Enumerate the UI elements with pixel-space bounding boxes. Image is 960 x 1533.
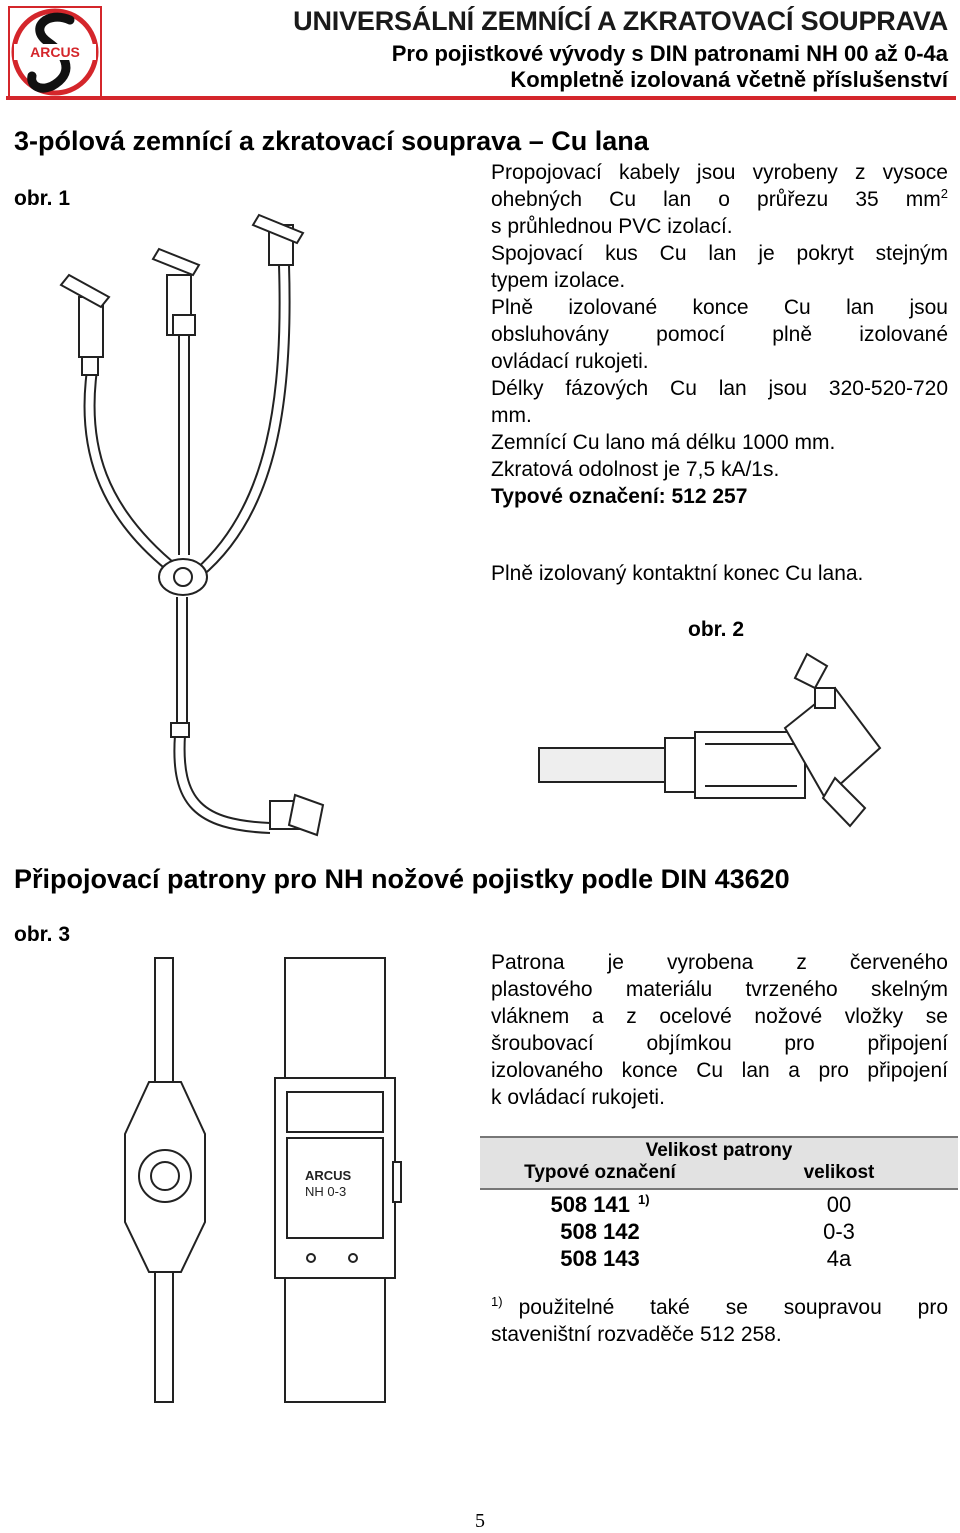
desc-line: šroubovací objímkou pro připojení [491, 1032, 948, 1055]
superscript: 2 [940, 186, 948, 201]
fig2-label: obr. 2 [688, 618, 745, 641]
table-cell-size: 00 [826, 1192, 852, 1217]
logo-text: ARCUS [30, 44, 80, 60]
cartridge-brand: ARCUS [305, 1168, 352, 1183]
desc-line: s průhlednou PVC izolací. [491, 215, 733, 238]
header-divider [6, 96, 956, 100]
fig3-cartridge-drawing: ARCUS NH 0-3 [115, 952, 405, 1412]
desc-line: vláknem a z ocelové nožové vložky se [491, 1005, 948, 1028]
page-number: 5 [475, 1510, 485, 1532]
section2-heading: Připojovací patrony pro NH nožové pojist… [14, 864, 790, 894]
desc-line: Zkratová odolnost je 7,5 kA/1s. [491, 458, 780, 481]
section1-heading: 3-pólová zemnící a zkratovací souprava –… [14, 126, 649, 156]
desc-line: ovládací rukojeti. [491, 350, 649, 373]
table-col-size: velikost [803, 1162, 875, 1183]
table-header: Velikost patrony Typové označení velikos… [480, 1138, 958, 1188]
table-cell-size: 4a [826, 1246, 852, 1271]
table-col-type: Typové označení [524, 1162, 676, 1183]
arcus-logo: ARCUS [8, 6, 102, 98]
table-row: 508 143 4a [480, 1246, 958, 1273]
cartridge-size: NH 0-3 [305, 1184, 346, 1199]
desc-line: k ovládací rukojeti. [491, 1086, 665, 1109]
footnote: 1)použitelné také se soupravou pro stave… [491, 1294, 948, 1348]
table-cell-size: 0-3 [823, 1219, 855, 1244]
type-designation: Typové označení: 512 257 [491, 485, 748, 508]
header-title: UNIVERSÁLNÍ ZEMNÍCÍ A ZKRATOVACÍ SOUPRAV… [293, 6, 948, 36]
desc-line: Zemnící Cu lano má délku 1000 mm. [491, 431, 836, 454]
footnote-line: staveništní rozvaděče 512 258. [491, 1323, 782, 1346]
table-header-rule [480, 1188, 958, 1190]
desc-line: Patrona je vyrobena z červeného [491, 951, 948, 974]
cartridge-size-table: Velikost patrony Typové označení velikos… [480, 1136, 958, 1273]
table-row: 508 142 0-3 [480, 1219, 958, 1246]
table-cell-code: 508 142 [560, 1219, 640, 1244]
header-subtitle-2: Kompletně izolovaná včetně příslušenství [510, 67, 948, 92]
footnote-line: 1)použitelné také se soupravou pro [491, 1294, 948, 1319]
table-group-header: Velikost patrony [645, 1140, 793, 1161]
desc-line: izolovaného konce Cu lan a pro připojení [491, 1059, 948, 1082]
contact-end-caption: Plně izolovaný kontaktní konec Cu lana. [491, 562, 864, 585]
desc-line: typem izolace. [491, 269, 626, 292]
desc-line: plastového materiálu tvrzeného skelným [491, 978, 948, 1001]
footnote-mark: 1) [491, 1294, 503, 1309]
fig2-contact-end-drawing [535, 648, 905, 838]
fig3-label: obr. 3 [14, 923, 71, 946]
desc-line: ohebných Cu lan o průřezu 35 mm2 [491, 186, 948, 211]
desc-line: Délky fázových Cu lan jsou 320-520-720 [491, 377, 948, 400]
section1-description: Propojovací kabely jsou vyrobeny z vysoc… [491, 159, 948, 510]
desc-line: obsluhovány pomocí plně izolované [491, 323, 948, 346]
desc-line: Spojovací kus Cu lan je pokryt stejným [491, 242, 948, 265]
desc-line: mm. [491, 404, 532, 427]
table-top-rule [480, 1136, 958, 1138]
desc-line: Propojovací kabely jsou vyrobeny z vysoc… [491, 161, 948, 184]
desc-line: Plně izolované konce Cu lan jsou [491, 296, 948, 319]
fig1-cable-set-drawing [55, 205, 345, 865]
table-cell-code: 508 143 [560, 1246, 640, 1271]
header-subtitle-1: Pro pojistkové vývody s DIN patronami NH… [391, 41, 948, 66]
section2-description: Patrona je vyrobena z červeného plastové… [491, 949, 948, 1111]
fig1-label: obr. 1 [14, 187, 71, 210]
